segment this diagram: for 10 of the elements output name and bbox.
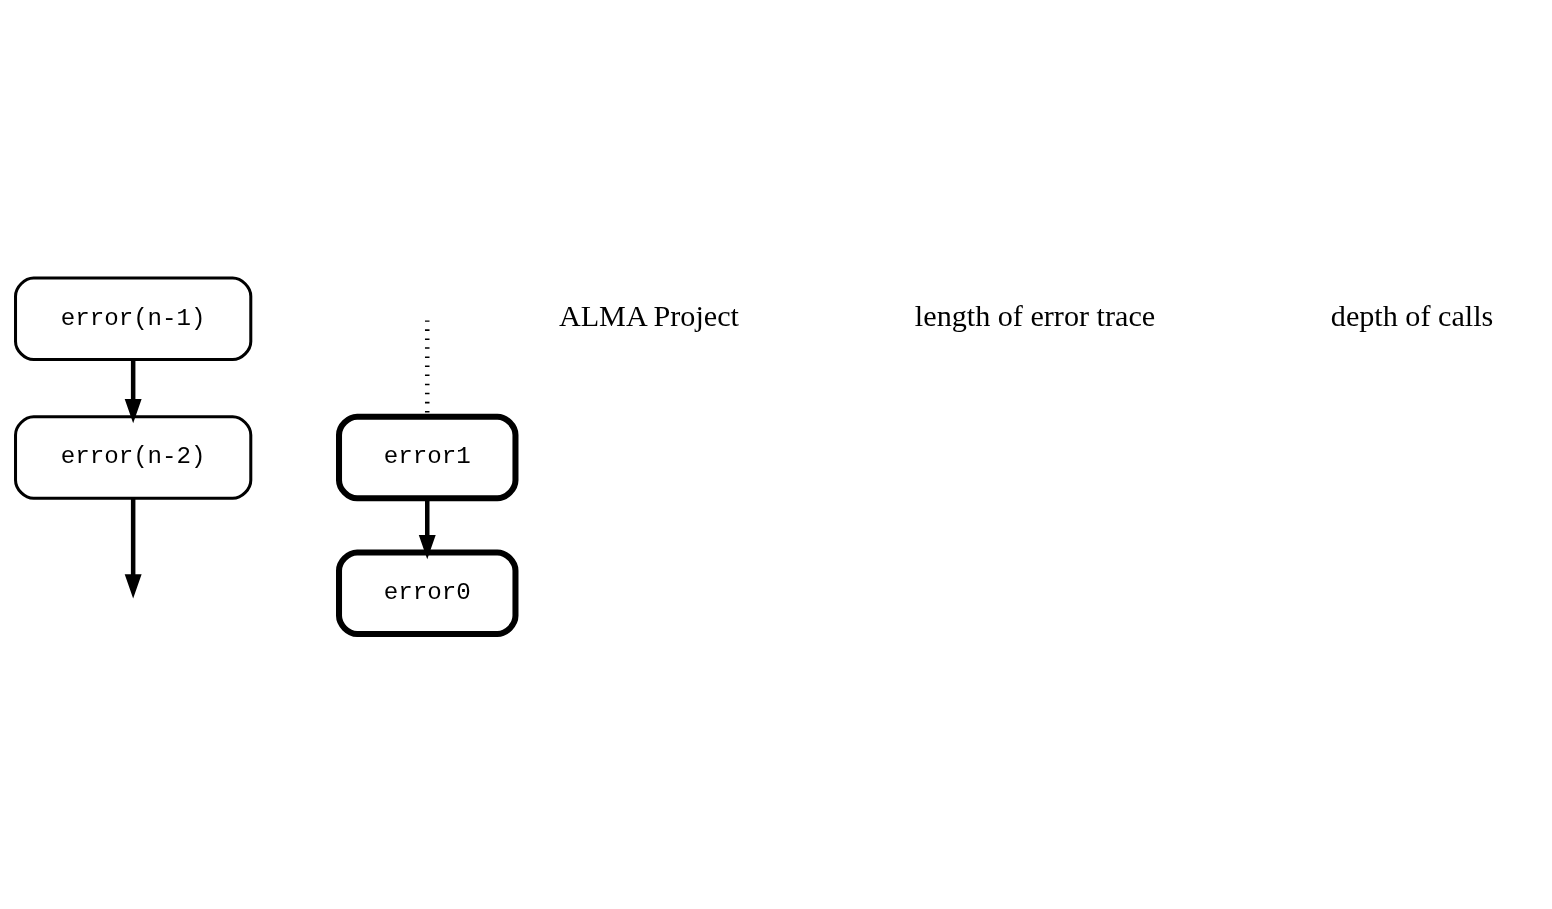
- arrow: [124, 498, 142, 599]
- label: ALMA Project: [558, 299, 739, 334]
- node-box: error(n-2): [14, 415, 253, 500]
- arrow: [418, 498, 436, 560]
- node-box: error(n-1): [14, 276, 253, 361]
- arrow: [124, 359, 142, 424]
- node-box: error1: [336, 413, 519, 502]
- node-box: error0: [336, 549, 519, 637]
- label: depth of calls: [1330, 299, 1494, 334]
- label: length of error trace: [914, 299, 1156, 334]
